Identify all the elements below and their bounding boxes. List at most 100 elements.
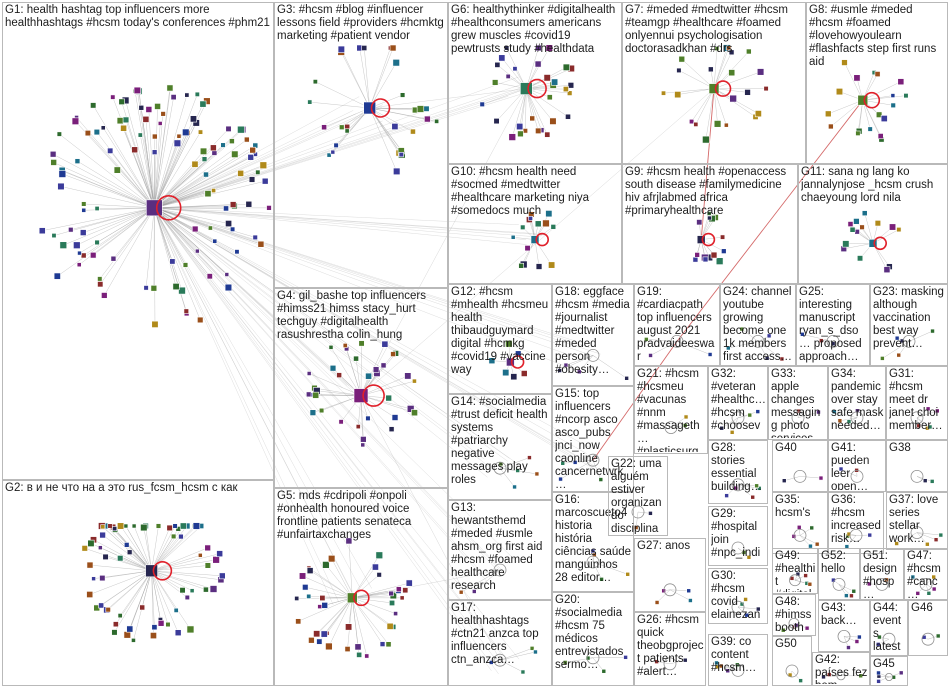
user-avatar-icon xyxy=(861,210,868,217)
group-label-g13: G13: hewantsthemd #meded #usmle ahsm_org… xyxy=(451,502,546,592)
user-avatar-icon xyxy=(204,544,211,552)
group-cell-g24: G24: channel youtube growing become one … xyxy=(720,284,796,366)
user-avatar-icon xyxy=(390,351,396,357)
edge xyxy=(565,355,594,366)
group-label-g44: G44: events latest insta… xyxy=(873,602,902,653)
user-avatar-icon xyxy=(101,292,108,299)
edge xyxy=(670,416,687,428)
group-label-g28: G28: stories essential building… xyxy=(711,442,763,493)
user-avatar-icon xyxy=(841,59,848,66)
self-loop-icon xyxy=(793,529,807,542)
user-avatar-icon xyxy=(821,674,826,680)
group-label-g19: G19: #cardiacpath top influencers august… xyxy=(637,286,715,363)
edge xyxy=(123,128,155,208)
group-cell-g44: G44: events latest insta… xyxy=(870,600,908,656)
edge xyxy=(713,48,718,89)
edge xyxy=(575,459,594,463)
edge xyxy=(154,82,536,209)
user-avatar-icon xyxy=(203,171,209,178)
user-avatar-icon xyxy=(853,74,861,82)
user-avatar-icon xyxy=(192,522,201,530)
edge xyxy=(114,528,152,571)
self-loop-icon xyxy=(849,529,863,542)
edge xyxy=(154,207,502,667)
self-loop-icon xyxy=(837,630,851,643)
edge xyxy=(154,207,211,229)
user-avatar-icon xyxy=(890,93,896,98)
user-avatar-icon xyxy=(337,45,345,53)
user-avatar-icon xyxy=(356,651,363,658)
user-avatar-icon xyxy=(558,476,563,482)
user-avatar-icon xyxy=(549,117,557,125)
user-avatar-icon xyxy=(100,125,106,131)
edge xyxy=(721,417,739,429)
group-label-g51: G51: design #hosp… xyxy=(863,550,901,598)
user-avatar-icon xyxy=(551,78,559,86)
edge xyxy=(681,58,715,89)
edge xyxy=(154,131,201,208)
user-avatar-icon xyxy=(345,623,353,631)
edge xyxy=(341,49,370,109)
user-avatar-icon xyxy=(139,604,146,611)
user-avatar-icon xyxy=(189,588,195,594)
user-avatar-icon xyxy=(126,549,133,555)
edge xyxy=(526,47,539,89)
hub-avatar-icon xyxy=(857,94,869,106)
user-avatar-icon xyxy=(899,338,905,344)
user-avatar-icon xyxy=(257,240,265,248)
user-avatar-icon xyxy=(897,78,905,86)
edge xyxy=(101,570,152,606)
user-avatar-icon xyxy=(53,272,61,280)
group-cell-g23: G23: masking although vaccination best w… xyxy=(870,284,948,366)
edge xyxy=(100,207,155,285)
user-avatar-icon xyxy=(412,378,417,384)
user-avatar-icon xyxy=(318,407,325,414)
group-label-g37: G37: love series stellar work… xyxy=(889,494,942,545)
edge xyxy=(154,207,583,360)
edge xyxy=(99,207,155,280)
user-avatar-icon xyxy=(728,69,736,77)
user-avatar-icon xyxy=(319,595,326,602)
edge xyxy=(154,207,339,602)
edge xyxy=(154,207,520,465)
user-avatar-icon xyxy=(316,638,323,645)
user-avatar-icon xyxy=(707,352,713,357)
self-loop-icon xyxy=(731,541,745,555)
user-avatar-icon xyxy=(505,73,511,79)
group-label-g11: G11: sana ng lang ko jannalynjose _hcsm … xyxy=(801,166,937,204)
user-avatar-icon xyxy=(338,419,344,425)
self-loop-icon xyxy=(155,195,182,221)
user-avatar-icon xyxy=(399,595,405,601)
user-avatar-icon xyxy=(720,234,726,240)
user-avatar-icon xyxy=(520,224,526,230)
user-avatar-icon xyxy=(763,86,769,92)
edge xyxy=(499,659,524,673)
user-avatar-icon xyxy=(678,55,686,63)
user-avatar-icon xyxy=(117,613,123,619)
self-loop-icon xyxy=(370,98,391,118)
user-avatar-icon xyxy=(186,625,195,634)
user-avatar-icon xyxy=(107,523,113,529)
user-avatar-icon xyxy=(875,642,881,647)
user-avatar-icon xyxy=(683,414,689,420)
user-avatar-icon xyxy=(97,276,103,282)
user-avatar-icon xyxy=(592,552,597,558)
user-avatar-icon xyxy=(365,415,371,421)
group-label-g34: G34: pandemic over stay safe mask needed… xyxy=(831,368,884,432)
edge xyxy=(328,597,353,647)
edge xyxy=(713,52,732,89)
user-avatar-icon xyxy=(252,234,258,241)
edge xyxy=(360,395,415,413)
edge xyxy=(499,467,518,471)
group-cell-g45: G45 xyxy=(870,656,908,686)
edge xyxy=(108,570,152,610)
edge xyxy=(70,207,155,230)
edge xyxy=(53,162,155,209)
group-cell-g1: G1: health hashtag top influencers more … xyxy=(2,2,274,480)
edge xyxy=(799,476,821,479)
user-avatar-icon xyxy=(220,142,226,148)
edge xyxy=(731,417,739,433)
user-avatar-icon xyxy=(224,272,230,277)
edge xyxy=(369,62,397,109)
